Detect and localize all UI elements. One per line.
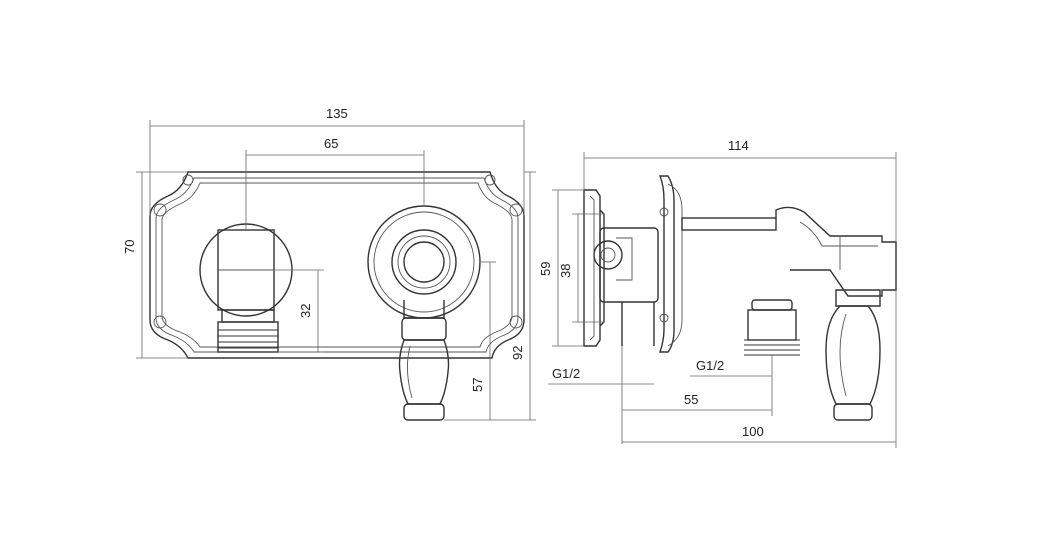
outlet-thread — [217, 309, 279, 353]
dim-label-65: 65 — [324, 136, 338, 151]
plate-outline-outer — [149, 171, 525, 359]
dim-height: 70 — [122, 171, 188, 359]
side-view: 114 59 38 G1/2 G1/2 — [538, 138, 897, 448]
side-outlet-nut — [744, 299, 800, 356]
dim-label-135: 135 — [326, 106, 348, 121]
dim-label-57: 57 — [470, 378, 485, 392]
dim-outlet-offset: 55 — [621, 346, 773, 444]
front-view: 135 65 70 32 57 — [122, 106, 536, 421]
dim-body-height-outer: 59 — [538, 189, 584, 347]
dim-label-92: 92 — [510, 346, 525, 360]
lever-handle — [398, 317, 450, 421]
valve-body — [593, 227, 659, 346]
dim-label-38: 38 — [558, 264, 573, 278]
dim-body-height-inner: 38 — [558, 213, 604, 323]
dim-outlet-height: 32 — [274, 269, 324, 353]
dim-thread-outlet: G1/2 — [690, 355, 773, 380]
control-knob — [367, 205, 481, 319]
mounting-flange — [583, 189, 605, 347]
spindle-arm — [681, 206, 897, 297]
dim-label-70: 70 — [122, 240, 137, 254]
escutcheon-profile — [658, 175, 683, 353]
dim-center-spacing: 65 — [245, 136, 425, 230]
label-g12-inlet: G1/2 — [552, 366, 580, 381]
dim-overall-width: 135 — [149, 106, 525, 216]
side-handle — [825, 289, 881, 421]
dim-handle-drop: 57 — [444, 261, 496, 421]
plate-outline-inner — [155, 177, 519, 353]
dim-label-59: 59 — [538, 262, 553, 276]
dim-label-55: 55 — [684, 392, 698, 407]
plate-outline-inner-2 — [161, 182, 513, 348]
dim-depth-to-handle: 100 — [622, 290, 897, 448]
dim-label-100: 100 — [742, 424, 764, 439]
dim-overall-height: 92 — [496, 171, 536, 421]
label-g12-outlet: G1/2 — [696, 358, 724, 373]
dim-thread-inlet: G1/2 — [548, 366, 654, 385]
dim-label-114: 114 — [728, 138, 749, 153]
dim-label-32: 32 — [298, 304, 313, 318]
dim-overall-depth: 114 — [583, 138, 897, 242]
